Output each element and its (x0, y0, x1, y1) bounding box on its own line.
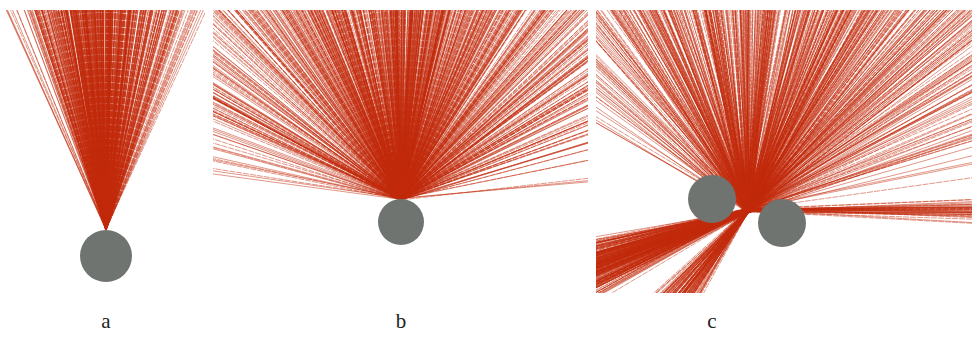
ray (401, 10, 417, 198)
ray (319, 10, 401, 198)
ray (213, 10, 400, 199)
ray (77, 10, 106, 229)
ray (351, 10, 401, 199)
ray (402, 10, 588, 199)
ray (401, 10, 588, 200)
ray (213, 10, 401, 199)
ray (401, 10, 588, 198)
ray (34, 10, 105, 229)
ray (401, 10, 588, 200)
ray (401, 10, 588, 199)
ray-fan (596, 10, 972, 293)
ray (748, 10, 972, 210)
ray (376, 10, 400, 199)
ray (402, 25, 588, 199)
ray (74, 10, 106, 229)
ray (401, 10, 588, 199)
ray (748, 10, 972, 210)
ray (402, 148, 588, 200)
ray (596, 10, 749, 207)
ray (400, 10, 588, 199)
ray (106, 10, 165, 229)
ray (402, 10, 551, 198)
ray (1, 10, 106, 229)
ray (402, 10, 588, 200)
ray (400, 10, 557, 200)
ray (106, 10, 133, 229)
ray (401, 10, 588, 198)
ray (402, 10, 588, 199)
ray (52, 10, 106, 229)
ray (401, 10, 588, 198)
ray (745, 10, 972, 211)
ray (85, 10, 106, 229)
ray (246, 10, 402, 200)
ray (401, 10, 515, 198)
ray (394, 10, 402, 199)
ray-fan (213, 10, 588, 200)
ray (213, 10, 400, 199)
ray (748, 10, 972, 209)
ray (99, 10, 107, 229)
ray-fan (0, 10, 205, 229)
ray (267, 10, 400, 199)
ray (222, 10, 402, 199)
ray (213, 10, 402, 198)
ray (106, 10, 205, 229)
ray (400, 156, 588, 199)
ray (79, 10, 106, 229)
ray (106, 10, 112, 229)
ray (5, 10, 106, 229)
ray (401, 10, 588, 198)
ray (106, 10, 186, 229)
ray (215, 10, 400, 200)
ray (36, 10, 106, 229)
ray (750, 10, 972, 211)
ray (213, 10, 401, 200)
ray (401, 10, 588, 199)
ray (106, 10, 205, 229)
ray (313, 10, 400, 199)
ray (401, 10, 588, 198)
ray (402, 10, 588, 199)
ray (749, 10, 972, 209)
ray (106, 10, 145, 229)
ray (312, 10, 401, 199)
ray (106, 10, 181, 229)
ray (401, 10, 588, 198)
ray (106, 10, 198, 229)
ray (401, 10, 529, 199)
ray (106, 10, 134, 229)
ray (46, 10, 106, 229)
ray (299, 10, 401, 200)
ray (401, 10, 588, 198)
